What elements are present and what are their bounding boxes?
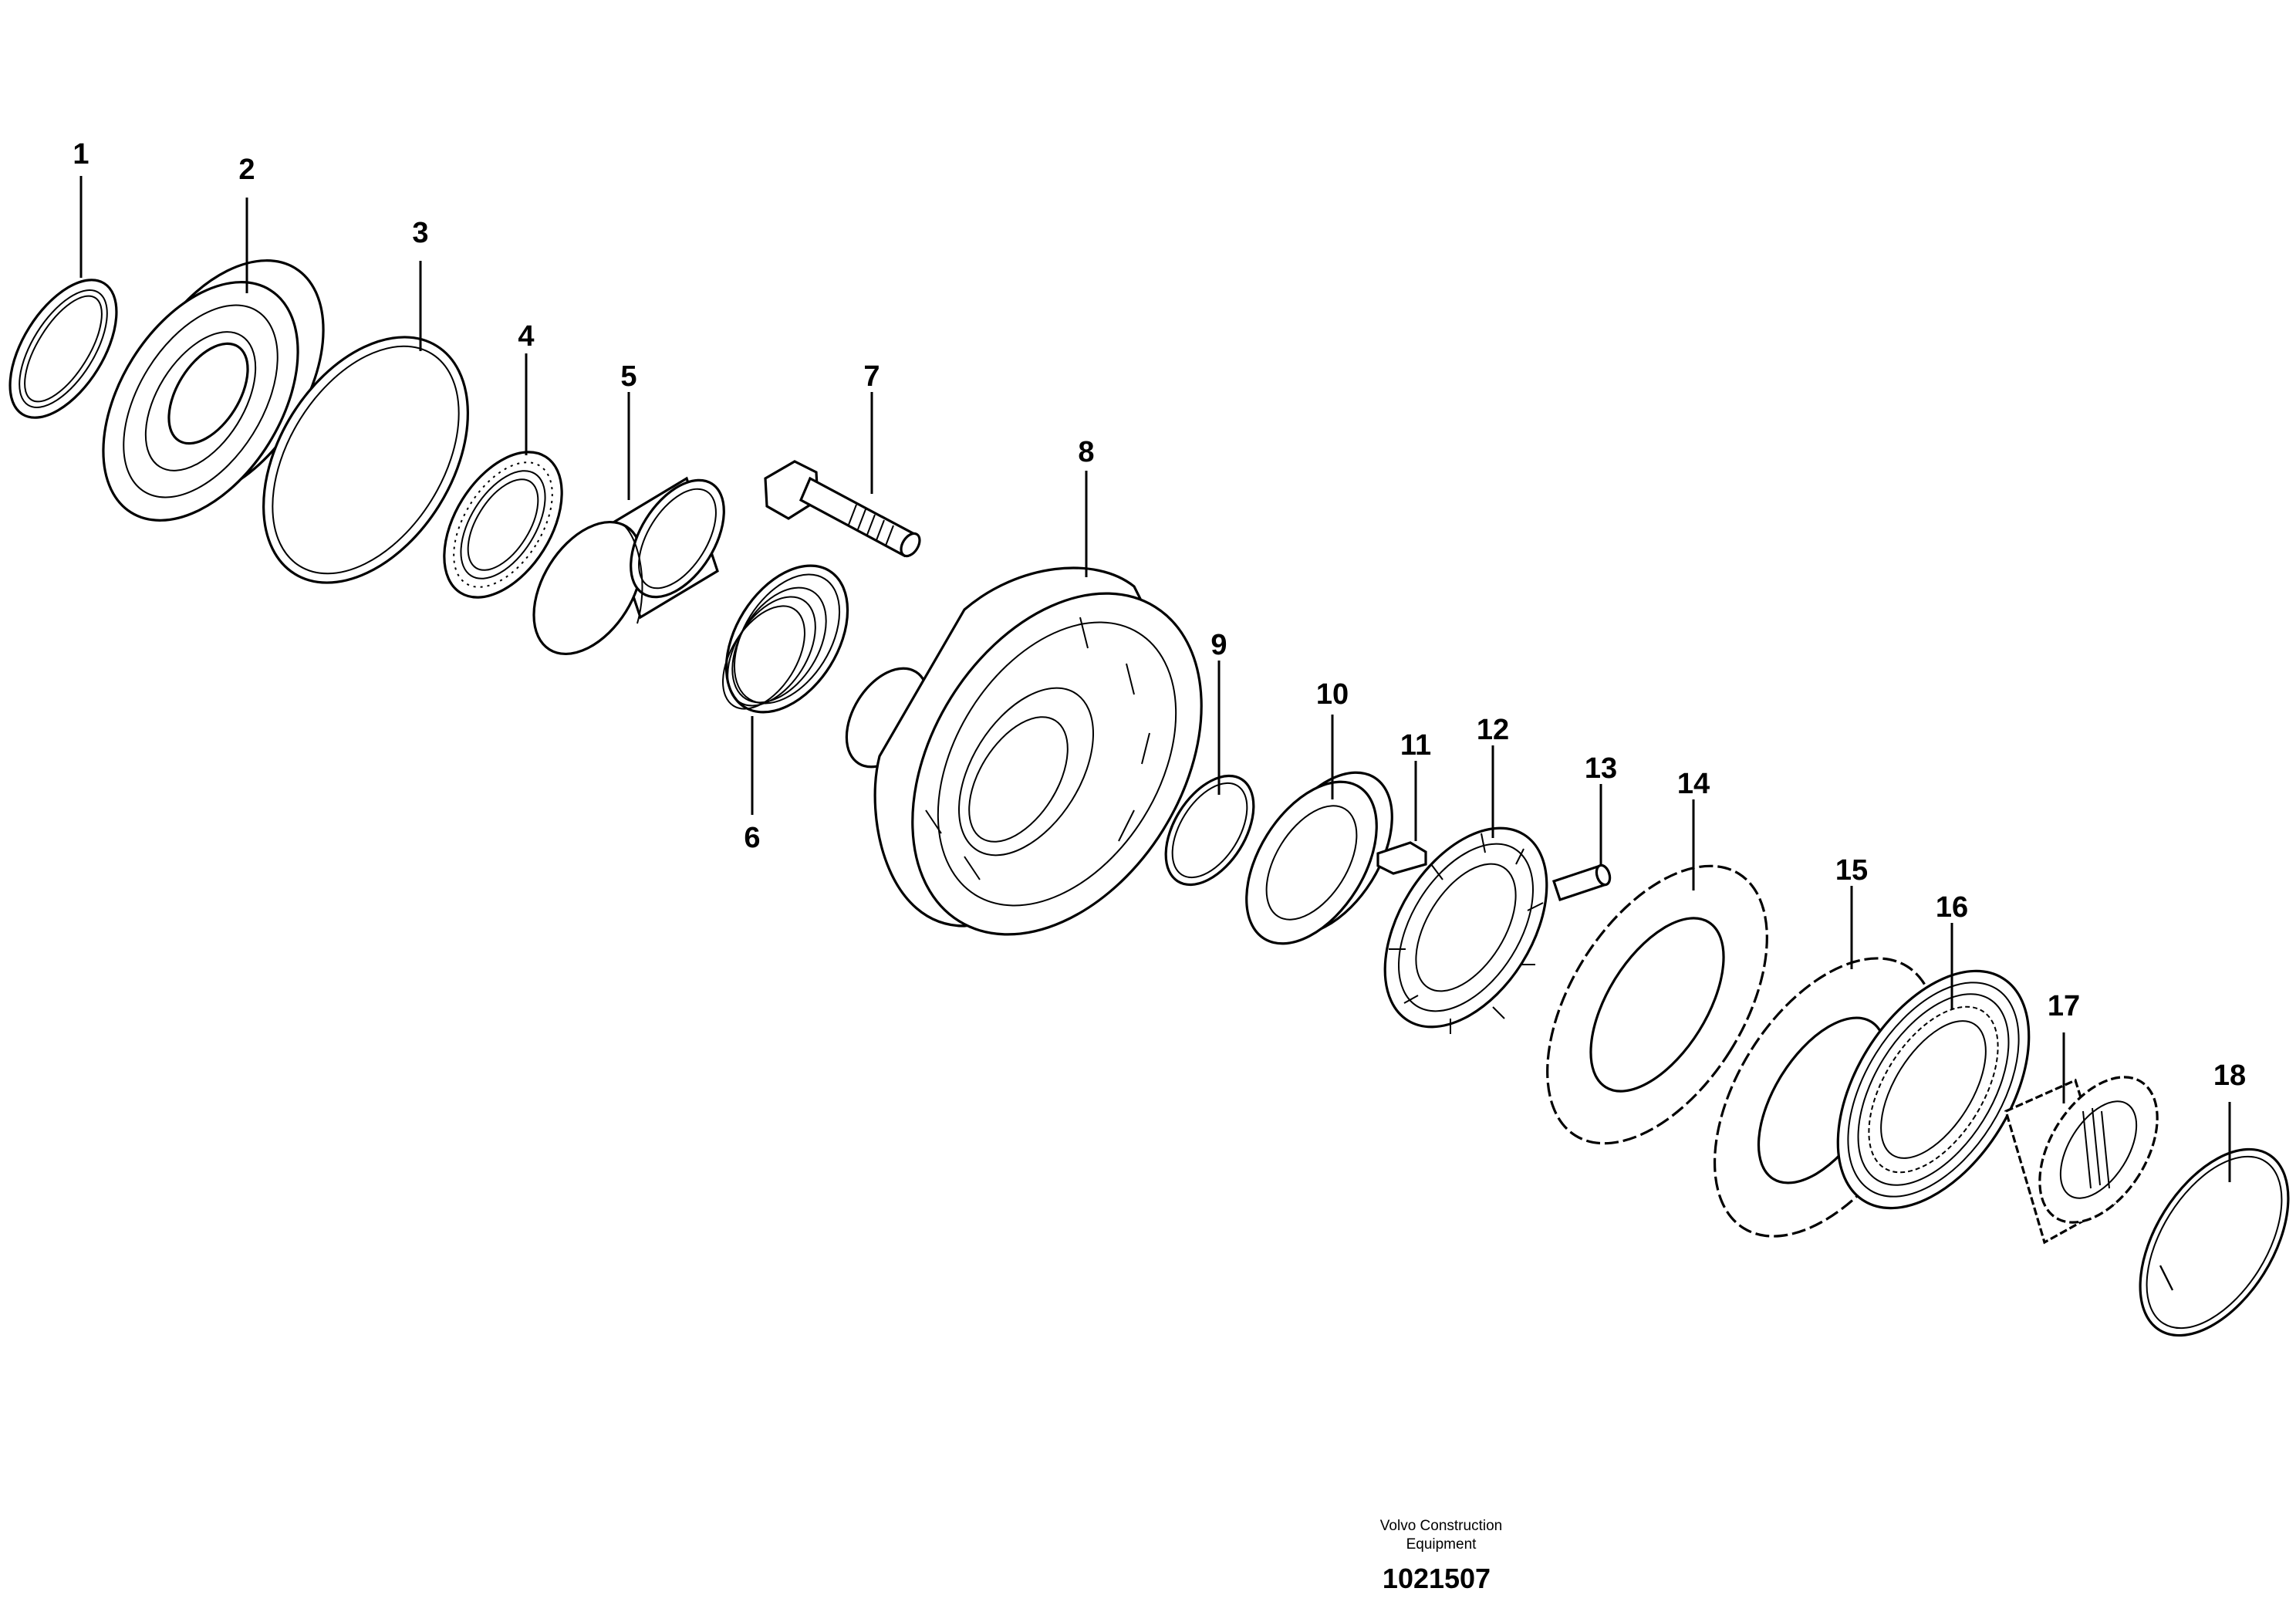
callout-10: 10 xyxy=(1316,678,1349,711)
callout-14: 14 xyxy=(1677,768,1710,800)
callout-6: 6 xyxy=(744,822,760,854)
part-1-seal-ring xyxy=(8,279,118,419)
callout-16: 16 xyxy=(1936,891,1968,924)
callout-1: 1 xyxy=(73,138,89,171)
part-10-bearing-ring xyxy=(1245,771,1393,945)
part-8-hub xyxy=(845,566,1203,936)
part-6-threaded-sleeve xyxy=(722,564,849,714)
part-16-disc-pack xyxy=(1836,969,2031,1210)
part-4-thrust-bearing xyxy=(443,451,563,599)
callout-3: 3 xyxy=(412,217,428,249)
part-13-pin xyxy=(1551,863,1612,902)
part-3-o-ring xyxy=(262,336,469,584)
part-2-bearing xyxy=(102,259,325,522)
part-14-friction-disc xyxy=(1546,864,1768,1145)
callout-2: 2 xyxy=(238,154,255,186)
footer: Volvo Construction Equipment 1021507 xyxy=(1380,1518,1502,1594)
callout-13: 13 xyxy=(1585,752,1617,785)
callout-5: 5 xyxy=(620,360,636,393)
callout-8: 8 xyxy=(1078,436,1094,468)
part-17-splined-hub xyxy=(2004,1076,2159,1245)
leader-lines xyxy=(79,176,2231,1182)
part-12-segmented-ring xyxy=(1383,826,1548,1034)
part-11-key xyxy=(1376,841,1427,875)
callout-17: 17 xyxy=(2048,990,2080,1022)
callout-7: 7 xyxy=(863,360,880,393)
credit-line-1: Volvo Construction xyxy=(1380,1518,1502,1534)
callout-18: 18 xyxy=(2213,1059,2246,1092)
callout-labels: 1 2 3 4 5 6 7 8 9 10 11 12 13 14 15 16 1… xyxy=(73,138,2246,1092)
callout-11: 11 xyxy=(1400,729,1431,762)
credit-line-2: Equipment xyxy=(1406,1536,1477,1553)
callout-15: 15 xyxy=(1835,854,1868,887)
drawing-number: 1021507 xyxy=(1383,1563,1491,1594)
part-7-flange-bolt xyxy=(764,460,921,558)
part-18-snap-ring xyxy=(2139,1147,2290,1337)
callout-9: 9 xyxy=(1210,629,1227,661)
part-5-flanged-bushing xyxy=(532,476,725,656)
callout-4: 4 xyxy=(518,320,534,353)
part-9-circlip xyxy=(1164,774,1255,887)
callout-12: 12 xyxy=(1477,714,1509,746)
